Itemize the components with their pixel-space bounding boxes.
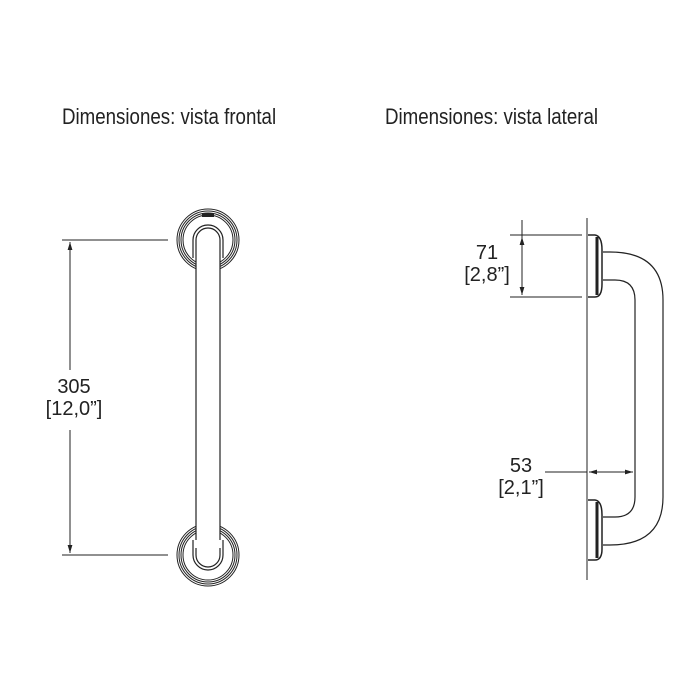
height-mm: 305: [57, 376, 91, 398]
clearance-dimension-label: 53 [2,1”]: [486, 455, 556, 499]
front-view-grab-bar: [176, 208, 240, 587]
height-dimension-label: 305 [12,0”]: [34, 376, 114, 420]
flange-dimension: [510, 220, 582, 298]
flange-in: [2,8”]: [464, 264, 510, 286]
side-view-grab-bar: [588, 234, 664, 561]
clearance-in: [2,1”]: [498, 477, 544, 499]
front-height-dimension: [62, 239, 168, 556]
flange-mm: 71: [475, 242, 499, 264]
side-view-title: Dimensiones: vista lateral: [385, 104, 599, 129]
flange-dimension-label: 71 [2,8”]: [452, 242, 522, 286]
clearance-mm: 53: [509, 455, 533, 477]
height-in: [12,0”]: [45, 398, 103, 420]
front-view-title: Dimensiones: vista frontal: [62, 104, 277, 129]
